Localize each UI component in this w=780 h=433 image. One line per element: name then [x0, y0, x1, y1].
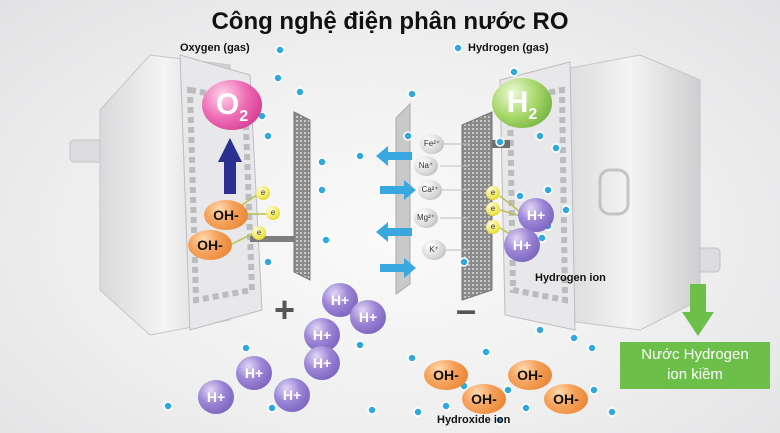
left-rod [250, 236, 302, 242]
output-arrow [682, 284, 714, 336]
hydrogen-molecule: H2 [492, 78, 552, 128]
h2-base: H [506, 86, 529, 119]
alkaline-water-result: Nước Hydrogen ion kiềm [620, 342, 770, 389]
hplus-ion: H+ [236, 356, 272, 390]
mineral-ion-na: Na⁺ [414, 156, 438, 176]
oh-ion: OH- [204, 200, 248, 230]
oxygen-rise-arrow [218, 138, 242, 194]
mineral-ion-fe: Fe²⁺ [420, 134, 444, 154]
hydroxide-ion-label: Hydroxide ion [437, 414, 511, 426]
electron: e [486, 186, 500, 200]
oxygen-gas-label: Oxygen (gas) [180, 42, 250, 54]
positive-sign: + [274, 289, 296, 330]
oh-ion: OH- [544, 384, 588, 414]
oh-ion: OH- [188, 230, 232, 260]
hplus-ion: H+ [518, 198, 554, 232]
o2-base: O [215, 88, 240, 121]
electron: e [256, 186, 270, 200]
hplus-ion: H+ [504, 228, 540, 262]
mineral-ion-ca: Ca²⁺ [418, 180, 442, 200]
ion-lines [440, 143, 470, 251]
result-line-2: ion kiềm [667, 366, 723, 383]
migration-arrows [376, 146, 416, 278]
oh-ion: OH- [424, 360, 468, 390]
hplus-ion: H+ [304, 346, 340, 380]
page-title: Công nghệ điện phân nước RO [211, 8, 569, 35]
electron: e [252, 226, 266, 240]
negative-sign: – [456, 289, 477, 330]
electron: e [486, 220, 500, 234]
hplus-ion: H+ [350, 300, 386, 334]
electron: e [486, 202, 500, 216]
oh-ion: OH- [508, 360, 552, 390]
water-bubbles [163, 43, 617, 425]
cathode-mesh [461, 111, 493, 301]
h2-sub: 2 [528, 106, 538, 123]
oh-ion: OH- [462, 384, 506, 414]
mineral-ion-mg: Mg²⁺ [414, 208, 438, 228]
hplus-ion: H+ [198, 380, 234, 414]
oxygen-molecule: O2 [202, 80, 262, 130]
result-line-1: Nước Hydrogen [641, 346, 749, 363]
hydrogen-gas-label: Hydrogen (gas) [468, 42, 549, 54]
hplus-ion: H+ [274, 378, 310, 412]
mineral-ion-k: K⁺ [422, 240, 446, 260]
anode-mesh [293, 111, 311, 281]
o2-sub: 2 [239, 108, 249, 125]
hydrogen-ion-label: Hydrogen ion [535, 272, 606, 284]
electron: e [266, 206, 280, 220]
